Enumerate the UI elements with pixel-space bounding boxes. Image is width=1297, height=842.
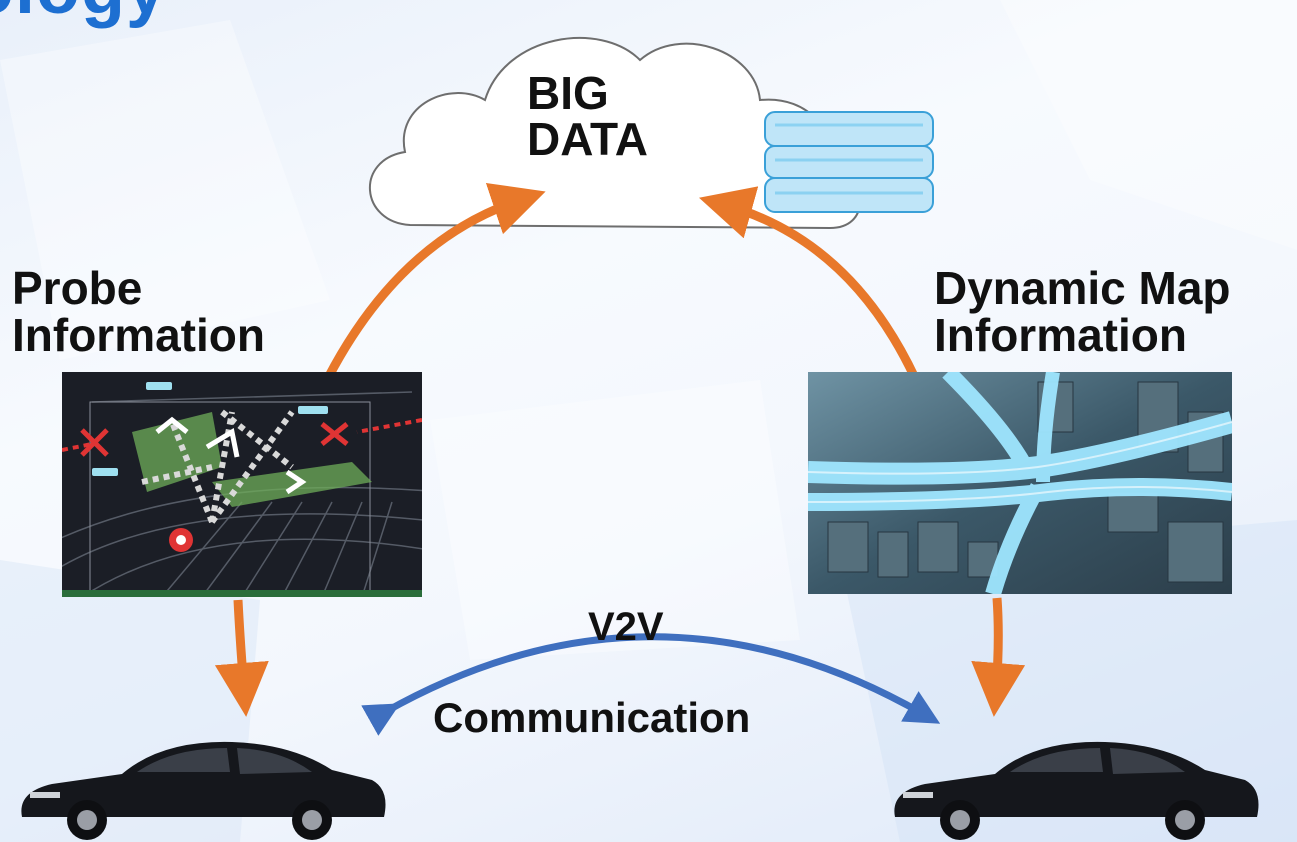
- communication-label: Communication: [433, 694, 751, 741]
- car-icon: [894, 741, 1259, 840]
- dynamic-map-line-1: Dynamic Map: [934, 262, 1231, 314]
- probe-information-label: Probe Information: [12, 265, 265, 359]
- car-right: [885, 722, 1265, 842]
- big-data-label: BIG DATA: [527, 70, 707, 162]
- traffic-light-icon: [92, 382, 328, 476]
- probe-line-1: Probe: [12, 262, 143, 314]
- dynamic-map-line-2: Information: [934, 309, 1187, 361]
- probe-line-2: Information: [12, 309, 265, 361]
- dynamic-map-image: [808, 372, 1232, 594]
- dynamic-map-label: Dynamic Map Information: [934, 265, 1231, 359]
- red-x-icon: [80, 422, 349, 457]
- v2v-label: V2V: [588, 605, 664, 649]
- car-icon: [21, 741, 386, 840]
- car-left: [12, 722, 392, 842]
- big-data-line-1: BIG: [527, 67, 609, 119]
- probe-information-image: [62, 372, 422, 597]
- big-data-line-2: DATA: [527, 113, 648, 165]
- header-title-fragment: ology: [0, 0, 167, 30]
